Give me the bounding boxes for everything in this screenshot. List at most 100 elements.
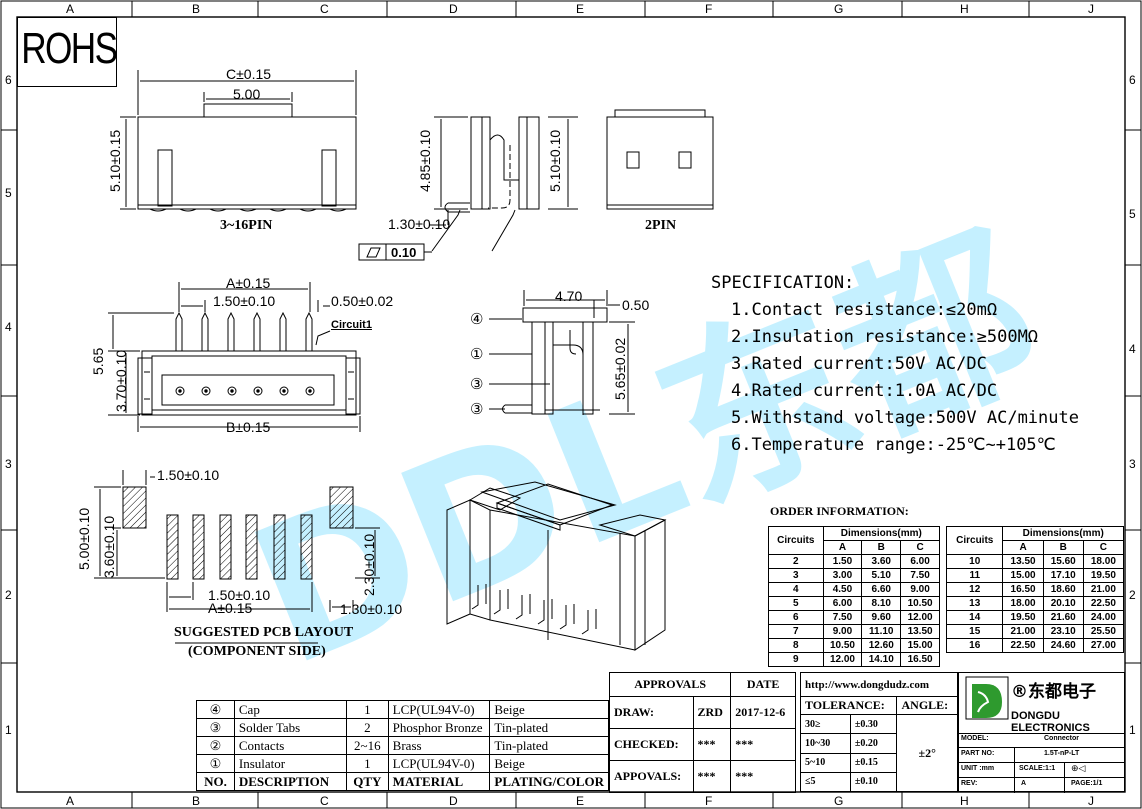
tol-value: ±0.10	[849, 771, 898, 793]
dim-130: 1.30±0.10	[388, 216, 451, 232]
order-cell: 12	[945, 582, 1004, 597]
order-header-circuits: Circuits	[945, 526, 1004, 555]
checked-label: CHECKED:	[609, 728, 694, 761]
projection-icon: ⊕◁	[1071, 763, 1086, 773]
spec-item: 4.Rated current:1.0A AC/DC	[731, 381, 998, 401]
order-cell: 9.60	[861, 610, 902, 625]
order-cell: 18.60	[1042, 582, 1084, 597]
order-cell: 7	[768, 624, 824, 639]
zone-label-right-1: 1	[1129, 723, 1136, 737]
zone-label-bottom-b: B	[192, 794, 201, 808]
rohs-stamp: ROHS	[17, 17, 118, 87]
dim-050b: 0.50	[622, 297, 650, 313]
order-cell: 5.10	[861, 568, 902, 583]
pcb-layout-title: SUGGESTED PCB LAYOUT	[174, 625, 354, 640]
zone-label-bottom-e: E	[576, 794, 585, 808]
website-url: http://www.dongdudz.com	[800, 672, 958, 697]
spec-item: 5.Withstand voltage:500V AC/minute	[731, 408, 1079, 428]
bom-header-cell: PLATING/COLOR	[489, 772, 609, 791]
tol-range: ≤5	[800, 771, 851, 793]
specification-block: SPECIFICATION: 1.Contact resistance:≤20m…	[711, 270, 1079, 459]
order-cell: 19.50	[1002, 610, 1044, 625]
order-cell: 10.50	[900, 596, 940, 611]
order-cell: 12.00	[900, 610, 940, 625]
order-cell: 14.10	[861, 652, 902, 667]
zone-label-left-2: 2	[5, 588, 12, 602]
zone-label-left-5: 5	[5, 186, 12, 200]
order-cell: 7.50	[822, 610, 863, 625]
circuit1-label: Circuit1	[331, 319, 372, 331]
zone-label-top-d: D	[449, 2, 458, 16]
order-cell: 27.00	[1082, 638, 1125, 653]
front-view-2-pin	[606, 109, 714, 210]
order-cell: 3.00	[822, 568, 863, 583]
bom-cell: LCP(UL94V-0)	[387, 754, 491, 773]
order-cell: 21.00	[1002, 624, 1044, 639]
front-view-multi-pin	[120, 70, 357, 212]
order-cell: 12.00	[822, 652, 863, 667]
zone-label-top-h: H	[960, 2, 969, 16]
bom-cell: 1	[345, 754, 389, 773]
order-col-b: B	[1042, 540, 1084, 555]
order-cell: 11	[945, 568, 1004, 583]
order-cell: 18.00	[1002, 596, 1044, 611]
company-name-cn: ®东都电子	[1011, 682, 1096, 702]
pcb-dim-150b: 1.50±0.10	[208, 587, 271, 603]
rev-value: A	[1021, 780, 1027, 787]
order-col-b: B	[861, 540, 902, 555]
dim-565b: 5.65±0.02	[612, 337, 628, 400]
spec-item: 6.Temperature range:-25℃~+105℃	[731, 435, 1056, 455]
order-cell: 15.60	[1042, 554, 1084, 569]
order-cell: 20.10	[1042, 596, 1084, 611]
order-cell: 15.00	[1002, 568, 1044, 583]
bom-cell: Beige	[489, 700, 609, 719]
bom-header-cell: NO.	[196, 772, 235, 791]
spec-item: 1.Contact resistance:≤20mΩ	[731, 300, 998, 320]
zone-label-bottom-f: F	[705, 794, 713, 808]
bom-cell: 2~16	[345, 736, 389, 755]
order-cell: 21.00	[1082, 582, 1125, 597]
bom-cell: Phosphor Bronze	[387, 718, 491, 737]
bom-cell: Cap	[233, 700, 347, 719]
dim-pitch: 1.50±0.10	[213, 293, 276, 309]
order-cell: 18.00	[1082, 554, 1125, 569]
rev-label: REV:	[961, 780, 978, 787]
spec-title: SPECIFICATION:	[711, 273, 855, 293]
side-cross-section	[489, 290, 635, 415]
angle-value: ±2°	[896, 714, 958, 792]
callout-cap: ④	[470, 311, 484, 328]
draw-label: DRAW:	[609, 696, 694, 729]
order-cell: 12.60	[861, 638, 902, 653]
bom-cell: ①	[196, 754, 235, 773]
order-header-dims: Dimensions(mm)	[822, 526, 941, 541]
spec-item: 2.Insulation resistance:≥500MΩ	[731, 327, 1039, 347]
dim-510b: 5.10±0.10	[547, 129, 563, 192]
spec-item: 3.Rated current:50V AC/DC	[731, 354, 987, 374]
tol-value: ±0.20	[849, 733, 898, 754]
order-cell: 8	[768, 638, 824, 653]
order-header-circuits: Circuits	[768, 526, 824, 555]
order-col-a: A	[1002, 540, 1044, 555]
order-cell: 7.50	[900, 568, 940, 583]
order-col-a: A	[822, 540, 863, 555]
bom-header-cell: DESCRIPTION	[233, 772, 347, 791]
pcb-dim-500: 5.00±0.10	[76, 507, 92, 570]
model-value: Connector	[1044, 735, 1079, 742]
order-cell: 23.10	[1042, 624, 1084, 639]
tol-range: 30≥	[800, 713, 851, 735]
bom-cell: LCP(UL94V-0)	[387, 700, 491, 719]
zone-label-right-4: 4	[1129, 342, 1136, 356]
zone-label-top-j: J	[1088, 2, 1094, 16]
bom-cell: Tin-plated	[489, 736, 609, 755]
order-cell: 24.00	[1082, 610, 1125, 625]
